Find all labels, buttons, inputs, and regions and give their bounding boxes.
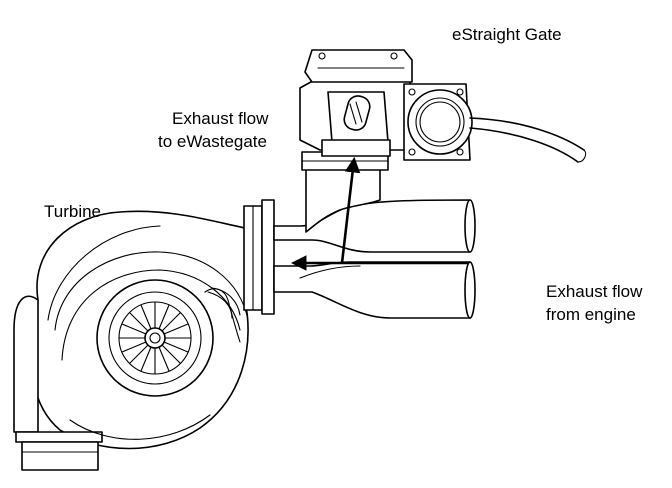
arrow-to-wastegate [340, 156, 361, 264]
exhaust-to-wastegate-label-line1: Exhaust flow [172, 109, 269, 128]
exhaust-from-engine-label-line1: Exhaust flow [546, 282, 643, 301]
turbine-label: Turbine [44, 202, 102, 221]
estraight-gate [299, 49, 587, 163]
exhaust-to-wastegate-label-line2: to eWastegate [158, 132, 267, 151]
estraight-gate-label: eStraight Gate [452, 25, 562, 44]
turbine-flange [243, 199, 275, 315]
exhaust-pipe-lower [273, 261, 476, 319]
exhaust-from-engine-label-line2: from engine [546, 305, 636, 324]
flow-arrows [290, 156, 468, 271]
turbine-wheel [96, 279, 214, 397]
exhaust-pipe-upper [273, 199, 476, 253]
